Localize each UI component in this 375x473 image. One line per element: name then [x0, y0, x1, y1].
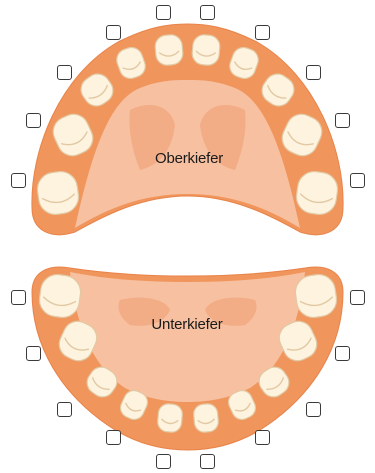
- lower-left-canine-checkbox[interactable]: [306, 402, 321, 417]
- upper-tooth-5: [154, 34, 184, 66]
- lower-right-first-molar-checkbox[interactable]: [26, 346, 41, 361]
- lower-right-lateral-incisor-checkbox[interactable]: [106, 430, 121, 445]
- lower-tooth-crown: [193, 403, 219, 433]
- upper-right-canine-checkbox[interactable]: [57, 65, 72, 80]
- upper-left-canine-checkbox[interactable]: [306, 65, 321, 80]
- upper-jaw-label: Oberkiefer: [155, 150, 223, 167]
- lower-left-second-molar-checkbox[interactable]: [350, 290, 365, 305]
- lower-left-central-incisor-checkbox[interactable]: [200, 454, 215, 469]
- upper-tooth-crown: [154, 34, 184, 66]
- lower-tooth-6: [193, 403, 219, 433]
- lower-tooth-crown: [157, 403, 183, 433]
- upper-left-lateral-incisor-checkbox[interactable]: [255, 25, 270, 40]
- upper-tooth-6: [191, 34, 221, 66]
- upper-right-central-incisor-checkbox[interactable]: [156, 5, 171, 20]
- upper-tooth-crown: [191, 34, 221, 66]
- upper-right-first-molar-checkbox[interactable]: [26, 113, 41, 128]
- upper-left-central-incisor-checkbox[interactable]: [200, 5, 215, 20]
- lower-left-first-molar-checkbox[interactable]: [335, 346, 350, 361]
- lower-left-lateral-incisor-checkbox[interactable]: [255, 430, 270, 445]
- lower-right-central-incisor-checkbox[interactable]: [156, 454, 171, 469]
- lower-jaw-label: Unterkiefer: [151, 316, 222, 333]
- upper-left-first-molar-checkbox[interactable]: [335, 113, 350, 128]
- lower-tooth-5: [157, 403, 183, 433]
- upper-right-second-molar-checkbox[interactable]: [11, 173, 26, 188]
- lower-right-second-molar-checkbox[interactable]: [11, 290, 26, 305]
- upper-left-second-molar-checkbox[interactable]: [350, 173, 365, 188]
- lower-right-canine-checkbox[interactable]: [57, 402, 72, 417]
- upper-right-lateral-incisor-checkbox[interactable]: [106, 25, 121, 40]
